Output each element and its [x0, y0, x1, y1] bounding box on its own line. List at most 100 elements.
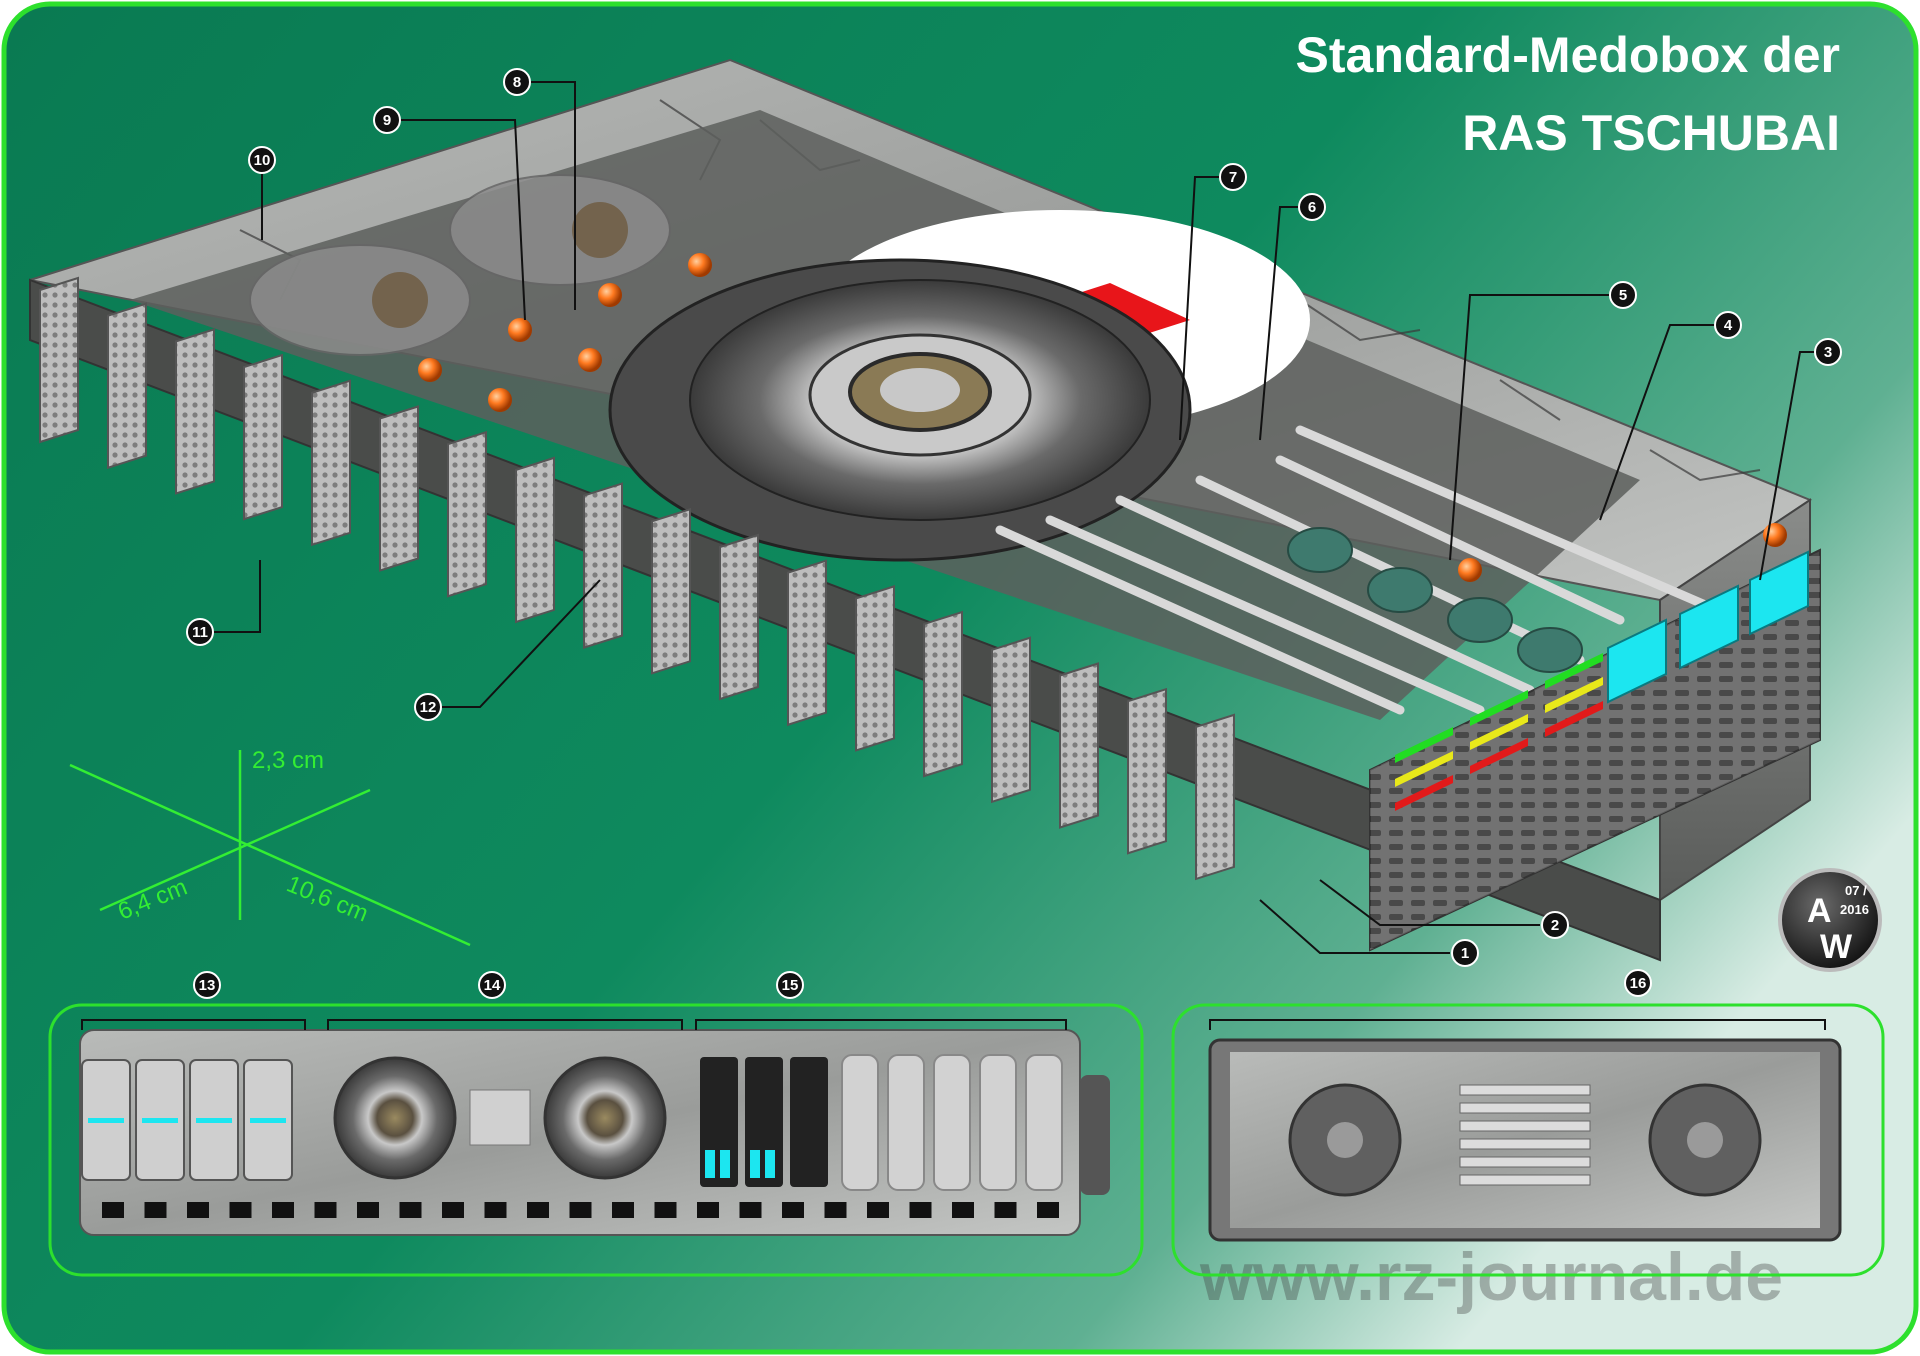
- vent-slot: [569, 1202, 592, 1218]
- cooling-fin: [787, 559, 827, 727]
- status-led-bars: [1395, 653, 1603, 811]
- callout-number: 9: [383, 112, 391, 129]
- callout-2: 2: [1541, 911, 1569, 939]
- status-led-bar: [1545, 701, 1603, 737]
- callout-number: 7: [1229, 169, 1237, 186]
- callout-1: 1: [1451, 939, 1479, 967]
- badge-initial-a: A: [1807, 892, 1832, 930]
- callout-9: 9: [373, 106, 401, 134]
- status-led-bar: [1470, 714, 1528, 750]
- callout-5: 5: [1609, 281, 1637, 309]
- callout-4: 4: [1714, 311, 1742, 339]
- cooling-fins: [39, 276, 1235, 881]
- callout-number: 5: [1619, 287, 1627, 304]
- vent-slot: [782, 1202, 804, 1218]
- status-led-bar: [1545, 653, 1603, 689]
- cooling-fin: [447, 430, 487, 598]
- vent-slot: [654, 1202, 677, 1218]
- vent-slot: [484, 1202, 507, 1218]
- callout-number: 13: [199, 977, 216, 994]
- callout-15: 15: [776, 971, 804, 999]
- vent-slot: [399, 1202, 422, 1218]
- status-led-bar: [1545, 677, 1603, 713]
- dimension-height-label: 2,3 cm: [252, 747, 324, 774]
- cooling-fin: [39, 276, 79, 444]
- status-led-bar: [1395, 775, 1453, 811]
- status-led-bar: [1395, 751, 1453, 787]
- callout-14: 14: [478, 971, 506, 999]
- callout-10: 10: [248, 146, 276, 174]
- vent-slot: [102, 1202, 124, 1218]
- callout-number: 14: [484, 977, 501, 994]
- callout-number: 6: [1308, 199, 1316, 216]
- callout-8: 8: [503, 68, 531, 96]
- callout-number: 11: [192, 624, 208, 641]
- vent-slot: [314, 1202, 337, 1218]
- callout-number: 16: [1630, 975, 1647, 992]
- cooling-fin: [107, 302, 147, 470]
- dimension-axes: [69, 750, 471, 947]
- cooling-fin: [311, 379, 351, 547]
- vent-slot: [229, 1202, 252, 1218]
- vent-slot: [994, 1202, 1017, 1218]
- vent-slot: [1037, 1202, 1059, 1218]
- author-badge: A W 07 / 2016: [1778, 868, 1882, 972]
- callout-16: 16: [1624, 969, 1652, 997]
- vent-slot: [612, 1202, 634, 1218]
- cooling-fin: [379, 405, 419, 572]
- vent-slot: [739, 1202, 762, 1218]
- vent-slot: [442, 1202, 464, 1218]
- cooling-fin: [1195, 713, 1235, 881]
- vent-slot: [697, 1202, 719, 1218]
- callout-number: 3: [1824, 344, 1832, 361]
- vent-slot: [952, 1202, 974, 1218]
- callout-13: 13: [193, 971, 221, 999]
- callout-number: 8: [513, 74, 521, 91]
- cooling-fin: [1127, 687, 1167, 855]
- cooling-fin: [651, 507, 691, 675]
- badge-initial-w: W: [1820, 928, 1853, 966]
- vent-slot: [187, 1202, 209, 1218]
- cooling-fin: [991, 636, 1031, 804]
- callout-12: 12: [414, 693, 442, 721]
- cooling-fin: [1059, 662, 1099, 829]
- callout-6: 6: [1298, 193, 1326, 221]
- vent-slot: [824, 1202, 847, 1218]
- cooling-fin: [175, 328, 215, 495]
- title-line-2: RAS TSCHUBAI: [1462, 105, 1840, 161]
- status-led-bar: [1470, 690, 1528, 726]
- callout-3: 3: [1814, 338, 1842, 366]
- callout-number: 15: [782, 977, 799, 994]
- medobox-main-body: [29, 58, 1821, 962]
- vent-slot: [144, 1202, 167, 1218]
- callout-leader-lines: [210, 81, 1825, 954]
- vent-slot: [527, 1202, 549, 1218]
- front-view-panel: [48, 1003, 1144, 1277]
- badge-month: 07 /: [1845, 883, 1867, 898]
- badge-year: 2016: [1840, 902, 1869, 917]
- cooling-fin: [923, 610, 963, 778]
- cooling-fin: [719, 533, 759, 701]
- watermark-text: www.rz-journal.de: [1199, 1239, 1783, 1315]
- callout-number: 1: [1461, 945, 1469, 962]
- callout-number: 10: [254, 152, 271, 169]
- callout-7: 7: [1219, 163, 1247, 191]
- vent-slot: [357, 1202, 379, 1218]
- cooling-fin: [515, 456, 555, 624]
- vent-slot: [867, 1202, 889, 1218]
- callout-number: 4: [1724, 317, 1733, 334]
- title-line-1: Standard-Medobox der: [1296, 27, 1840, 83]
- callout-11: 11: [186, 618, 214, 646]
- cooling-fin: [583, 482, 623, 649]
- callout-number: 12: [420, 699, 437, 716]
- status-led-bar: [1395, 727, 1453, 763]
- vent-slot: [909, 1202, 932, 1218]
- vent-slot: [272, 1202, 294, 1218]
- status-led-bar: [1470, 738, 1528, 774]
- cooling-fin: [243, 353, 283, 521]
- callout-number: 2: [1551, 917, 1559, 934]
- vent-slots: [102, 1202, 1059, 1218]
